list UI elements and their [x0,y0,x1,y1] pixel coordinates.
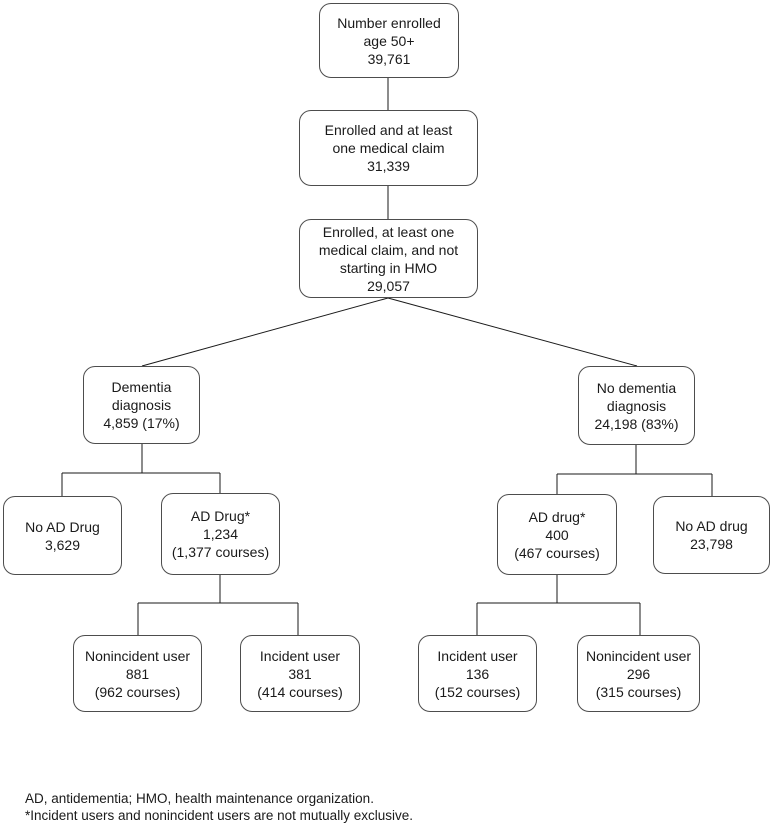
node-text-line: diagnosis [111,397,172,413]
footnote-abbreviations: AD, antidementia; HMO, health maintenanc… [25,791,374,806]
node-no-dementia-diagnosis: No dementia diagnosis 24,198 (83%) [578,366,695,445]
footnotes: AD, antidementia; HMO, health maintenanc… [25,791,413,824]
node-text-line: medical claim, and not [318,241,459,258]
node-incident-user-no-dementia: Incident user 136 (152 courses) [418,635,537,712]
node-text-line: (315 courses) [595,683,682,700]
node-nonincident-user-dementia: Nonincident user 881 (962 courses) [73,635,202,712]
node-text-line: No AD Drug [25,518,100,535]
node-text-line: 3,629 [44,536,81,553]
node-text-line: Incident user [437,647,518,664]
node-text-line: 31,339 [367,158,410,174]
footnote-asterisk: *Incident users and nonincident users ar… [25,807,413,823]
node-nonincident-user-no-dementia: Nonincident user 296 (315 courses) [577,635,700,712]
node-text-line: 400 [545,526,569,543]
node-text-line: 296 [626,665,651,682]
node-text-line: (467 courses) [514,544,600,561]
node-text-line: (152 courses) [434,683,521,700]
node-text-line: Nonincident user [585,647,692,664]
node-text-line: Number enrolled [337,14,441,31]
node-text-line: (414 courses) [257,683,343,700]
node-text-line: Incident user [259,647,341,664]
node-no-ad-drug-no-dementia: No AD drug 23,798 [653,496,770,574]
node-text-line: 23,798 [690,536,733,552]
node-not-starting-in-hmo: Enrolled, at least one medical claim, an… [299,219,478,298]
node-ad-drug-dementia: AD Drug* 1,234 (1,377 courses) [161,493,280,575]
node-text-line: 136 [465,665,490,682]
node-text-line: 24,198 (83%) [594,415,679,432]
node-text-line: one medical claim [332,140,445,156]
node-text-line: Nonincident user [84,647,191,664]
node-text-line: 381 [288,665,312,682]
connector-hmo-to-no-dementia [387,297,638,367]
node-no-ad-drug-dementia: No AD Drug 3,629 [3,496,122,575]
node-text-line: Enrolled and at least [324,122,453,138]
node-text-line: 29,057 [367,277,410,294]
node-text-line: (962 courses) [94,683,181,700]
node-enrolled-medical-claim: Enrolled and at least one medical claim … [299,110,478,186]
node-text-line: Enrolled, at least one [322,223,455,240]
node-text-line: starting in HMO [339,259,438,276]
connector-hmo-to-dementia [141,297,389,367]
node-text-line: diagnosis [606,397,667,414]
node-text-line: No AD drug [675,518,748,534]
node-incident-user-dementia: Incident user 381 (414 courses) [240,635,360,712]
node-text-line: No dementia [596,379,677,396]
node-text-line: 1,234 [202,526,239,542]
node-text-line: age 50+ [363,32,415,49]
node-dementia-diagnosis: Dementia diagnosis 4,859 (17%) [83,366,200,444]
node-text-line: 4,859 (17%) [103,415,180,431]
node-ad-drug-no-dementia: AD drug* 400 (467 courses) [497,494,617,575]
node-text-line: 39,761 [367,50,411,67]
node-text-line: AD drug* [528,508,586,525]
node-text-line: 881 [125,665,150,682]
node-text-line: AD Drug* [190,508,251,524]
node-number-enrolled: Number enrolled age 50+ 39,761 [319,3,459,78]
node-text-line: (1,377 courses) [171,544,270,560]
node-text-line: Dementia [111,379,172,395]
